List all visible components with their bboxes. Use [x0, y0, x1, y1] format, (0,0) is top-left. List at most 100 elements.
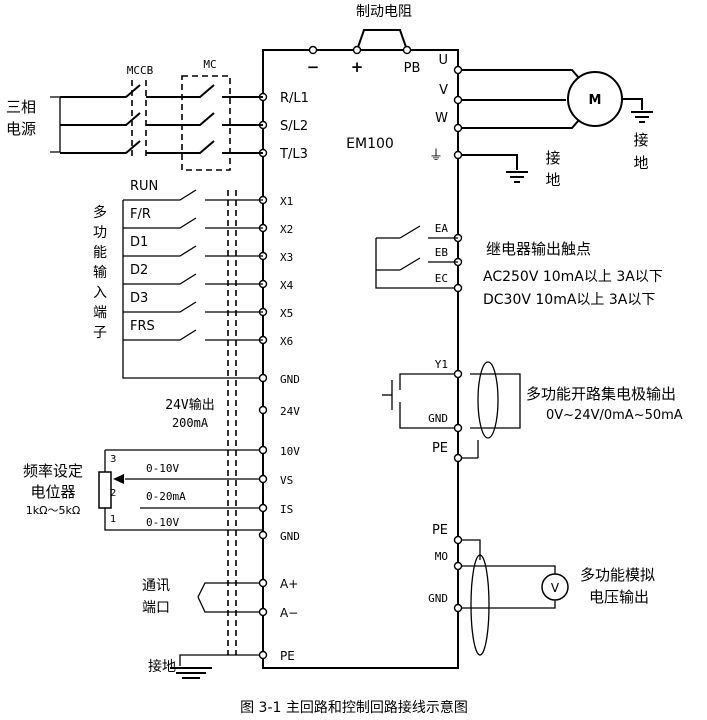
svg-text:多: 多 [93, 204, 107, 221]
supply-24v-label: 24V输出 [165, 397, 214, 413]
plus-label: + [351, 58, 364, 76]
terminal-mo [453, 561, 463, 571]
terminal-24v [258, 405, 268, 415]
analog-shield [470, 554, 490, 656]
relay-contact-eb [399, 257, 458, 271]
collector-shield [477, 361, 499, 439]
terminal-is-label: IS [280, 503, 293, 516]
terminal-a-minus [258, 607, 268, 617]
input-switch [123, 245, 197, 257]
pot-title2: 电位器 [30, 483, 75, 501]
terminal-gnd-input [258, 373, 268, 383]
terminal-gnd-input-label: GND [280, 373, 300, 386]
terminal-plus [352, 45, 362, 55]
terminal-is [258, 503, 268, 513]
terminal-x6-label: X6 [280, 335, 293, 348]
terminal-pe-collector [453, 453, 463, 463]
terminal-r-l1-label: R/L1 [280, 91, 309, 106]
pot-title1: 频率设定 [23, 462, 83, 480]
terminal-x5-label: X5 [280, 307, 293, 320]
terminal-vs [258, 474, 268, 484]
svg-text:能: 能 [93, 245, 107, 261]
switch-label: RUN [130, 179, 158, 194]
terminal-y1 [453, 369, 463, 379]
terminal-x4-label: X4 [280, 279, 294, 292]
pb-label: PB [404, 61, 421, 76]
terminal-w [453, 123, 463, 133]
terminal-u-label: U [438, 53, 448, 68]
terminal-a-plus [258, 578, 268, 588]
terminal-a-plus-label: A+ [280, 577, 298, 591]
mains-line-3 [60, 140, 263, 154]
terminal-24v-label: 24V [280, 405, 300, 418]
switch-label: FRS [130, 319, 155, 334]
terminal-ea-label: EA [435, 222, 449, 235]
terminal-pe-bottom [258, 650, 268, 660]
mc-label: MC [203, 58, 216, 71]
switch-label: D3 [130, 291, 148, 306]
supply-24v-current: 200mA [172, 416, 209, 430]
relay-contact-ea [399, 225, 458, 239]
terminal-gnd-collector [453, 423, 463, 433]
terminal-v [453, 95, 463, 105]
svg-text:子: 子 [93, 325, 107, 341]
comm-line1: 通讯 [142, 578, 170, 594]
input-switch [123, 329, 197, 341]
analog-out-title1: 多功能模拟 [580, 566, 655, 584]
terminal-x2-label: X2 [280, 223, 293, 236]
terminal-x3-label: X3 [280, 251, 293, 264]
motor-ground-line1: 接 [633, 131, 648, 149]
motor-ground-line2: 地 [633, 154, 648, 172]
earth-ground-icon [506, 171, 528, 183]
terminal-10v [258, 445, 268, 455]
terminal-pe-analog [453, 535, 463, 545]
terminal-w-label: W [435, 111, 448, 126]
terminal-pe-analog-label: PE [432, 523, 448, 538]
terminal-minus [308, 45, 318, 55]
terminal-s-l2-label: S/L2 [280, 119, 308, 134]
pot-signal-label: 0-10V [146, 516, 179, 529]
voltmeter-label: V [551, 581, 560, 595]
switch-label: F/R [130, 207, 151, 222]
earth-label-line2: 地 [545, 171, 560, 189]
motor-ground-icon [631, 111, 653, 123]
pot-pin-label: 2 [110, 488, 116, 499]
terminal-gnd-collector-label: GND [428, 412, 448, 425]
mains-line-1 [60, 84, 263, 98]
terminal-eb-label: EB [435, 246, 449, 259]
input-switch [123, 189, 197, 201]
pot-pin-label: 3 [110, 454, 116, 465]
input-switch [123, 217, 197, 229]
svg-text:入: 入 [93, 285, 107, 301]
terminal-ec [453, 283, 463, 293]
terminal-gnd-analog [258, 530, 268, 540]
bottom-ground-label: 接地 [148, 658, 176, 675]
terminal-mo-label: MO [435, 550, 448, 563]
relay-spec-line1: AC250V 10mA以上 3A以下 [483, 269, 663, 285]
terminal-gnd-analog-out-label: GND [428, 592, 448, 605]
voltmeter [541, 573, 569, 601]
terminal-vs-label: VS [280, 474, 293, 487]
terminal-pb [402, 45, 412, 55]
terminal-gnd-analog-label: GND [280, 530, 300, 543]
terminal-gnd-analog-out [453, 603, 463, 613]
brake-resistor [356, 29, 408, 51]
terminal-y1-label: Y1 [435, 358, 448, 371]
input-switch [123, 273, 197, 285]
terminal-a-minus-label: A− [280, 606, 298, 620]
earth-terminal-symbol: ⏚ [429, 148, 443, 164]
analog-out-title2: 电压输出 [589, 588, 649, 606]
power-source-line2: 电源 [6, 120, 36, 138]
terminal-v-label: V [439, 83, 448, 98]
open-collector-title: 多功能开路集电极输出 [526, 385, 676, 403]
relay-title: 继电器输出触点 [486, 240, 591, 258]
mccb-label: MCCB [127, 64, 154, 77]
minus-label: − [307, 58, 320, 76]
terminal-pe-collector-label: PE [432, 441, 448, 456]
pot-wiper-icon [113, 474, 124, 484]
contactor-box [181, 75, 231, 171]
input-switch [123, 301, 197, 313]
svg-text:功: 功 [93, 225, 107, 241]
terminal-earth [453, 150, 463, 160]
